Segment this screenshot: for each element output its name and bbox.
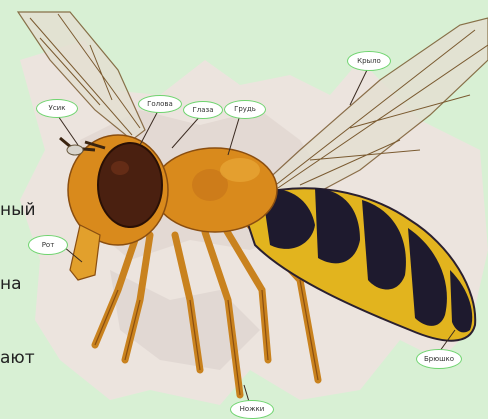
- cropped-text-line-2: на: [0, 274, 22, 294]
- label-legs: Ножки: [230, 400, 274, 419]
- compound-eye: [98, 143, 162, 227]
- label-antenna: Усик: [36, 99, 78, 118]
- label-wing: Крыло: [347, 51, 391, 71]
- label-thorax: Грудь: [224, 100, 266, 119]
- cropped-text-line-3: ают: [0, 348, 35, 368]
- cropped-text-line-1: ный: [0, 200, 36, 220]
- label-eyes: Глаза: [183, 101, 223, 119]
- label-head: Голова: [138, 95, 182, 113]
- label-abdomen: Брюшко: [416, 349, 462, 369]
- label-mouth: Рот: [28, 235, 68, 255]
